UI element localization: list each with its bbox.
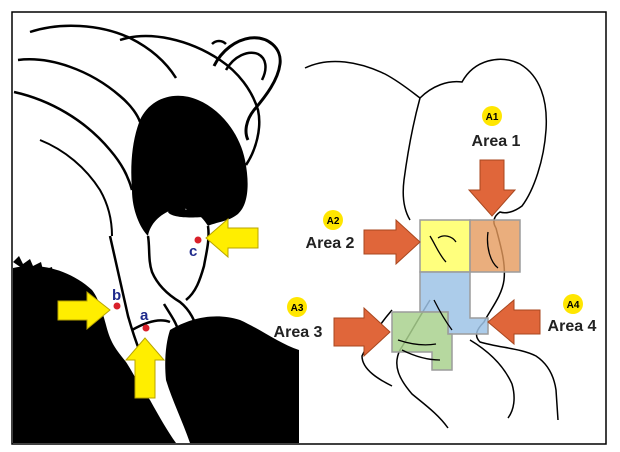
- point-label-b: b: [112, 287, 121, 304]
- point-a: [143, 325, 150, 332]
- area-4-badge: A4: [563, 294, 583, 314]
- badge-text: A4: [567, 300, 580, 311]
- area-3-label: Area 3: [274, 324, 323, 341]
- point-label-c: c: [189, 243, 197, 260]
- badge-text: A1: [486, 112, 499, 123]
- area-2-label: Area 2: [306, 235, 355, 252]
- area-3-badge: A3: [287, 297, 307, 317]
- area-4-label: Area 4: [548, 318, 597, 335]
- area-1-label: Area 1: [472, 133, 521, 150]
- badge-text: A3: [291, 303, 304, 314]
- area-2-badge: A2: [323, 210, 343, 230]
- area-1-badge: A1: [482, 106, 502, 126]
- badge-text: A2: [327, 216, 340, 227]
- point-label-a: a: [140, 307, 149, 324]
- area-patch-2: [420, 220, 470, 272]
